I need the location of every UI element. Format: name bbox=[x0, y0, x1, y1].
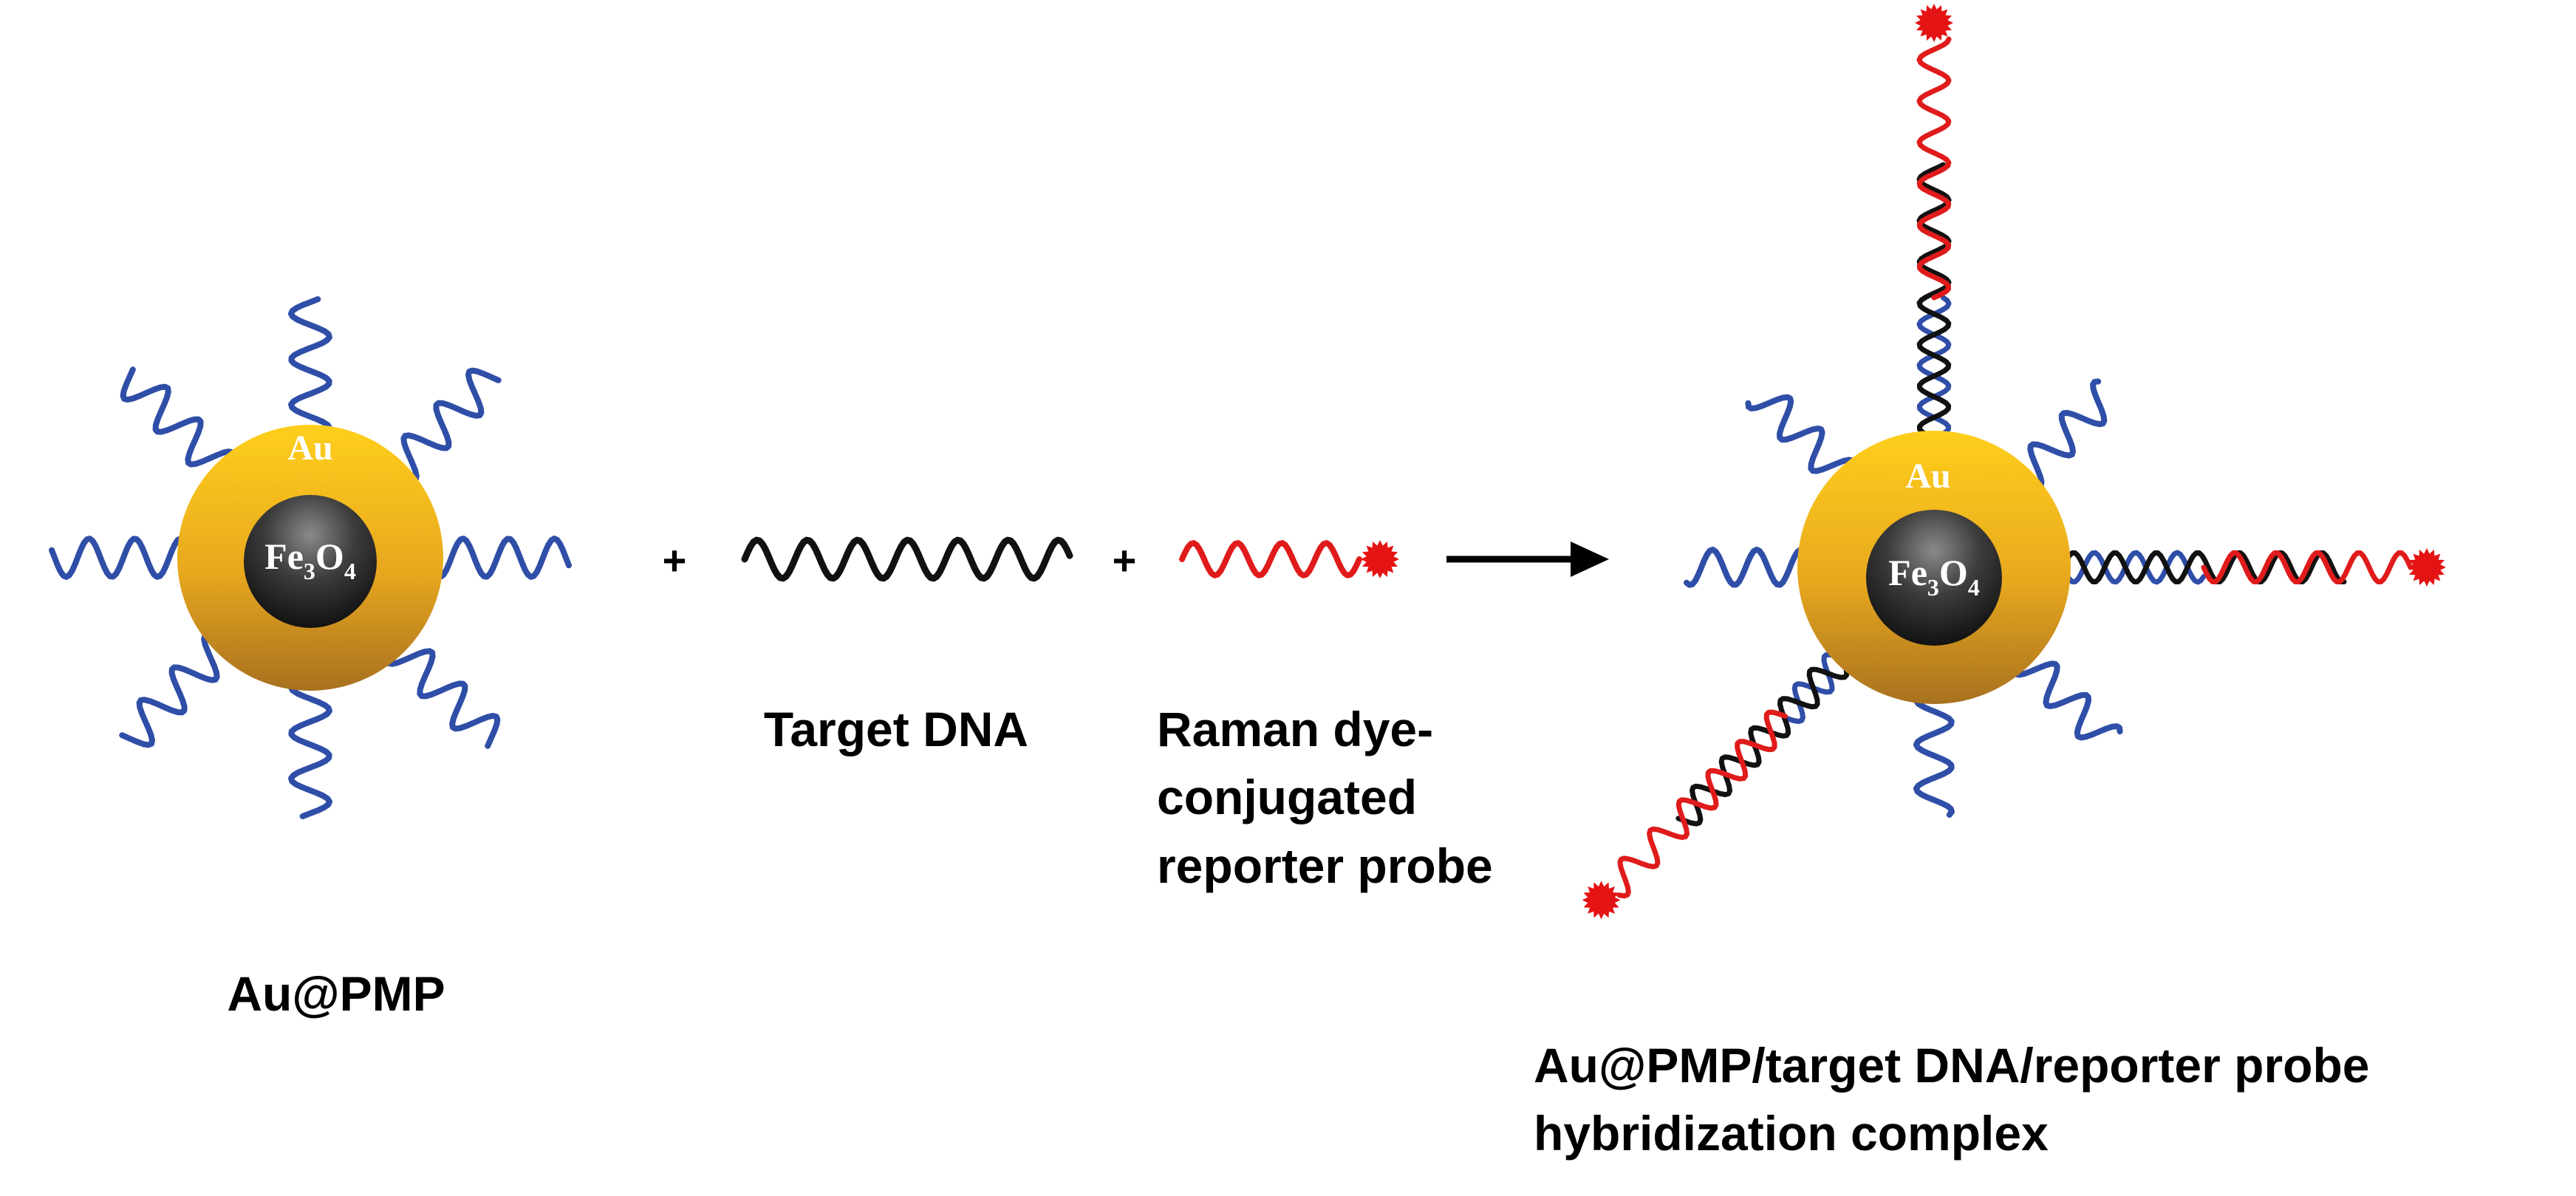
core-formula: Fe3O4 bbox=[264, 536, 356, 584]
hybrid-right-raman-dye-icon bbox=[2408, 548, 2446, 587]
hybrid-up-raman-dye-icon bbox=[1915, 4, 1953, 42]
target-dna-strand-icon bbox=[741, 536, 1073, 582]
hybrid-up-reporter bbox=[1916, 36, 1952, 301]
complex-capture-strand-upper-right bbox=[2017, 378, 2108, 490]
complex-nanoparticle-icon bbox=[1797, 431, 2071, 704]
complex-strands bbox=[1582, 4, 2446, 920]
capture-probe-strand-1 bbox=[384, 638, 501, 749]
shell-label: Au bbox=[287, 428, 332, 468]
nanoparticle-label: Au@PMP bbox=[227, 966, 445, 1021]
hybrid-up-target bbox=[1916, 162, 1952, 441]
complex-capture-strand-bottom bbox=[1913, 686, 1955, 818]
au-pmp-particle-group: Au Fe3O4 bbox=[49, 296, 572, 819]
gold-magnetic-nanoparticle-icon bbox=[177, 425, 443, 691]
iron-oxide-core bbox=[244, 495, 377, 628]
raman-dye-icon bbox=[1361, 540, 1399, 578]
reporter-label-line-3: reporter probe bbox=[1157, 838, 1493, 893]
hybrid-lower-left-target bbox=[1675, 656, 1850, 827]
raman-dye-reporter-probe-icon bbox=[1179, 540, 1399, 578]
capture-probe-strand-2 bbox=[288, 673, 332, 819]
reporter-probe-strand bbox=[1179, 540, 1362, 578]
complex-capture-strand-lower-right bbox=[2012, 650, 2123, 741]
reporter-label-line-1: Raman dye- bbox=[1157, 702, 1433, 756]
hybrid-right-capture bbox=[2060, 550, 2207, 585]
capture-probe-strand-7 bbox=[391, 367, 502, 484]
capture-probe-strand-6 bbox=[288, 296, 332, 442]
hybridization-complex-group: Au Fe3O4 bbox=[1582, 4, 2446, 920]
complex-iron-oxide-core bbox=[1866, 510, 2002, 646]
capture-probe-strands bbox=[49, 296, 572, 819]
complex-core-formula: Fe3O4 bbox=[1888, 552, 1980, 601]
hybrid-lower-left-reporter bbox=[1616, 709, 1788, 899]
plus-sign-2: + bbox=[1113, 537, 1137, 584]
target-dna-strand bbox=[741, 536, 1073, 582]
capture-probe-strand-3 bbox=[119, 632, 230, 748]
complex-label-line-1: Au@PMP/target DNA/reporter probe bbox=[1534, 1038, 2369, 1093]
reaction-arrow-icon bbox=[1446, 541, 1609, 577]
capture-probe-strand-0 bbox=[426, 536, 572, 580]
reporter-label-line-2: conjugated bbox=[1157, 770, 1417, 824]
plus-sign-1: + bbox=[663, 537, 687, 584]
target-dna-label: Target DNA bbox=[764, 702, 1028, 756]
hybrid-right-reporter bbox=[2201, 550, 2413, 584]
complex-capture-strand-left bbox=[1684, 547, 1815, 588]
hybrid-up-capture bbox=[1916, 295, 1952, 441]
complex-shell-label: Au bbox=[1905, 457, 1950, 496]
capture-probe-strand-5 bbox=[120, 366, 236, 477]
capture-probe-strand-4 bbox=[49, 536, 195, 580]
complex-capture-strand-upper-left bbox=[1745, 394, 1856, 485]
hybrid-lower-left-raman-dye-icon bbox=[1582, 881, 1621, 920]
complex-label-line-2: hybridization complex bbox=[1534, 1106, 2049, 1161]
